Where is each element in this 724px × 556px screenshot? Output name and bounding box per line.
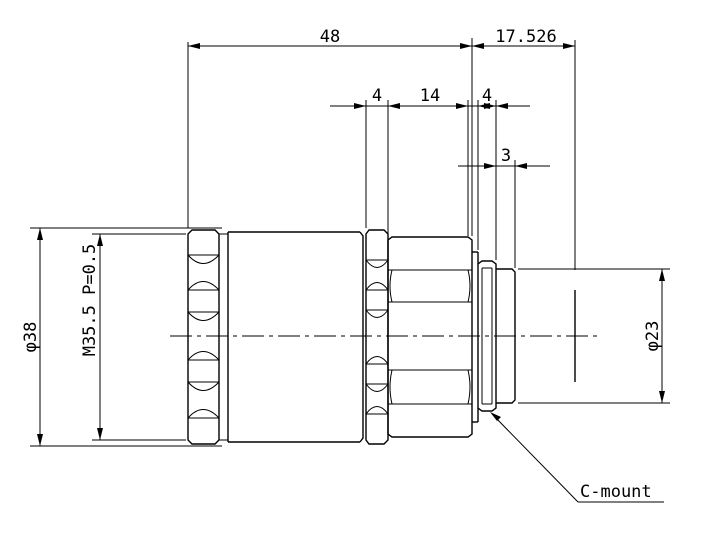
overall-length-label: 48: [320, 27, 340, 47]
front-ring: [187, 229, 229, 445]
body-cylinder: [228, 231, 364, 443]
mount-ring: [472, 251, 497, 423]
flange-back-label: 17.526: [495, 27, 556, 47]
dimension-mount-step: 3: [458, 146, 550, 169]
dimension-row-upper: 4 14 4: [330, 86, 530, 109]
dimension-outer-diameter: φ38: [21, 228, 43, 446]
c-mount-label: C-mount: [580, 482, 652, 502]
mount-diameter-label: φ23: [643, 321, 663, 352]
hex-length-label: 14: [420, 86, 440, 106]
outer-diameter-label: φ38: [21, 322, 41, 353]
extension-lines: [30, 38, 670, 447]
dimension-front-thread: M35.5 P=0.5: [80, 234, 103, 440]
lock-nut: [365, 229, 389, 445]
mount-step-label: 3: [501, 146, 511, 166]
dimension-overall-length: 48: [188, 27, 472, 49]
front-thread-label: M35.5 P=0.5: [80, 244, 100, 357]
mount-ring-label: 4: [482, 86, 492, 106]
hex-section: [387, 236, 473, 438]
c-mount-callout: C-mount: [490, 412, 664, 503]
dimension-mount-diameter: φ23: [643, 269, 665, 403]
dimension-flange-back: 17.526: [472, 27, 575, 49]
mount-thread: [496, 268, 516, 404]
nut-width-label: 4: [372, 86, 382, 106]
